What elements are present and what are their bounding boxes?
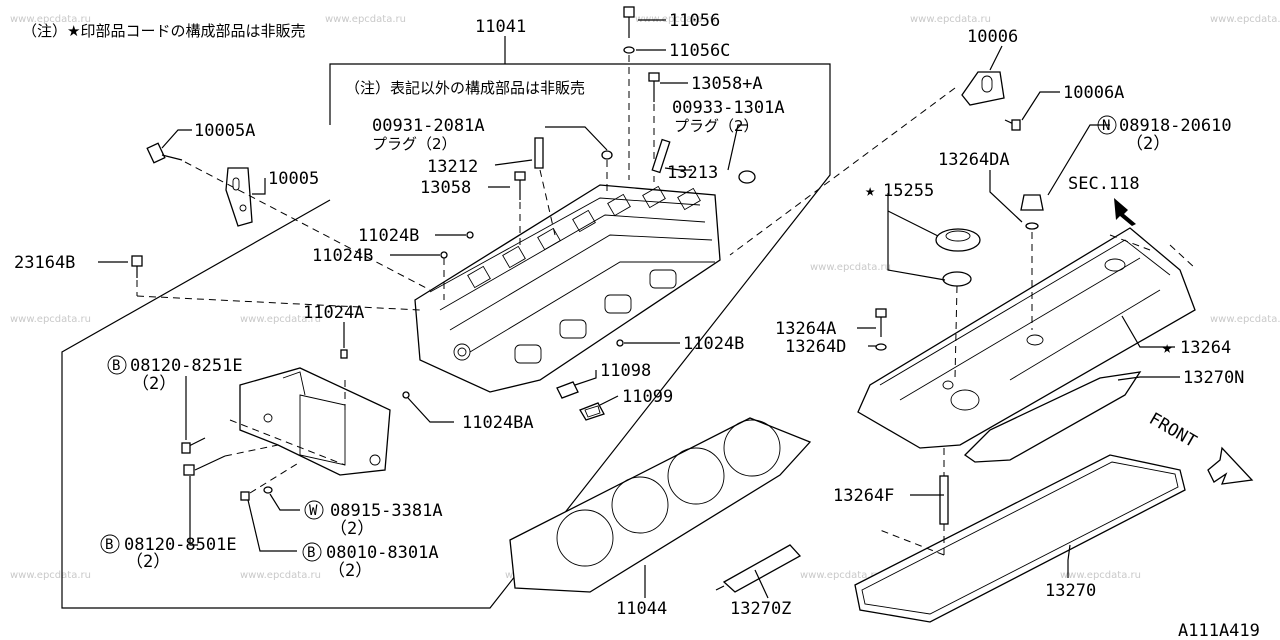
head-fasteners xyxy=(340,6,756,399)
label-11024a: 11024A xyxy=(303,303,364,323)
watermark: www.epcdata.ru xyxy=(10,314,91,325)
label-13270: 13270 xyxy=(1045,581,1096,601)
circle-b: B xyxy=(112,358,120,374)
watermark: www.epcdata.ru xyxy=(910,14,991,25)
label-08120-8251e-sub: （2） xyxy=(132,374,176,394)
label-13264f: 13264F xyxy=(833,486,894,506)
watermark: www.epcdata.ru xyxy=(10,14,91,25)
cap-nut xyxy=(1020,194,1044,330)
circle-w: W xyxy=(309,503,318,519)
label-13212: 13212 xyxy=(427,157,478,177)
cover-bolt xyxy=(875,308,887,351)
watermark: www.epcdata.ru xyxy=(10,570,91,581)
dash-guide xyxy=(1169,244,1196,269)
label-10005a: 10005A xyxy=(194,121,255,141)
stud-13264f xyxy=(879,448,949,556)
label-sec118: SEC.118 xyxy=(1068,174,1140,194)
star-marker: ★ xyxy=(1162,338,1172,358)
assembly-outline xyxy=(61,63,831,609)
label-00931-sub: プラグ（2） xyxy=(372,135,457,153)
label-23164b: 23164B xyxy=(14,253,75,273)
seals xyxy=(556,381,605,421)
label-11056c: 11056C xyxy=(669,41,730,61)
label-13213: 13213 xyxy=(667,163,718,183)
watermark: www.epcdata.ru xyxy=(240,314,321,325)
watermark: www.epcdata.ru xyxy=(1210,314,1280,325)
note-inner-box: （注）表記以外の構成部品は非販売 xyxy=(345,79,585,97)
label-11098: 11098 xyxy=(600,361,651,381)
label-13058a: 13058+A xyxy=(691,74,763,94)
watermark: www.epcdata.ru xyxy=(1060,570,1141,581)
label-10006: 10006 xyxy=(967,27,1018,47)
label-08915-sub: （2） xyxy=(330,519,374,539)
sealant-tube xyxy=(715,544,802,593)
label-13264a: 13264A xyxy=(775,319,836,339)
label-11024ba: 11024BA xyxy=(462,413,534,433)
bracket-10005 xyxy=(146,142,431,291)
oil-filler-cap xyxy=(935,228,981,379)
label-10006a: 10006A xyxy=(1063,83,1124,103)
label-08918: 08918-20610 xyxy=(1119,116,1232,136)
circle-n: N xyxy=(1102,118,1110,134)
label-11056: 11056 xyxy=(669,11,720,31)
label-11044: 11044 xyxy=(616,599,667,619)
star-marker: ★ xyxy=(865,181,875,201)
label-11024b: 11024B xyxy=(312,246,373,266)
label-11041: 11041 xyxy=(475,17,526,37)
sec-arrow-icon xyxy=(1114,198,1136,226)
label-08918-sub: （2） xyxy=(1126,134,1170,154)
bolt-23164b xyxy=(131,255,421,311)
label-00933: 00933-1301A xyxy=(672,98,785,118)
label-front: FRONT xyxy=(1146,409,1200,452)
label-11099: 11099 xyxy=(622,387,673,407)
cylinder-head xyxy=(414,184,721,393)
label-13270z: 13270Z xyxy=(730,599,791,619)
watermark: www.epcdata.ru xyxy=(240,570,321,581)
label-11024b: 11024B xyxy=(358,226,419,246)
label-08010: 08010-8301A xyxy=(326,543,439,563)
circled-markers: N B W B B xyxy=(100,115,1117,562)
label-08120-8251e: 08120-8251E xyxy=(130,356,243,376)
watermark: www.epcdata.ru xyxy=(1210,14,1280,25)
watermark: www.epcdata.ru xyxy=(635,14,716,25)
label-13058: 13058 xyxy=(420,178,471,198)
label-13270n: 13270N xyxy=(1183,368,1244,388)
watermark: www.epcdata.ru xyxy=(810,262,891,273)
front-arrow-icon xyxy=(1207,446,1254,485)
note-top-left: （注）★印部品コードの構成部品は非販売 xyxy=(22,22,305,40)
label-10005: 10005 xyxy=(268,169,319,189)
head-gasket xyxy=(509,417,812,593)
diagram-id: A111A419 xyxy=(1178,621,1260,640)
rocker-cover xyxy=(857,227,1196,449)
label-13264: 13264 xyxy=(1180,338,1231,358)
label-08120-8501e: 08120-8501E xyxy=(124,535,237,555)
watermark: www.epcdata.ru xyxy=(325,14,406,25)
rear-housing xyxy=(181,367,391,501)
label-08915: 08915-3381A xyxy=(330,501,443,521)
cover-gaskets xyxy=(854,371,1186,623)
label-13264da: 13264DA xyxy=(938,150,1010,170)
label-08010-sub: （2） xyxy=(328,561,372,581)
leader-lines xyxy=(98,19,1180,599)
watermark: www.epcdata.ru xyxy=(800,570,881,581)
circle-b: B xyxy=(307,545,315,561)
label-11024b: 11024B xyxy=(683,334,744,354)
bracket-10006 xyxy=(729,71,1021,256)
label-15255: 15255 xyxy=(883,181,934,201)
label-00933-sub: プラグ（2） xyxy=(674,117,759,135)
circle-b: B xyxy=(105,537,113,553)
label-13264d: 13264D xyxy=(785,337,846,357)
label-08120-8501e-sub: （2） xyxy=(126,552,170,572)
label-00931: 00931-2081A xyxy=(372,116,485,136)
